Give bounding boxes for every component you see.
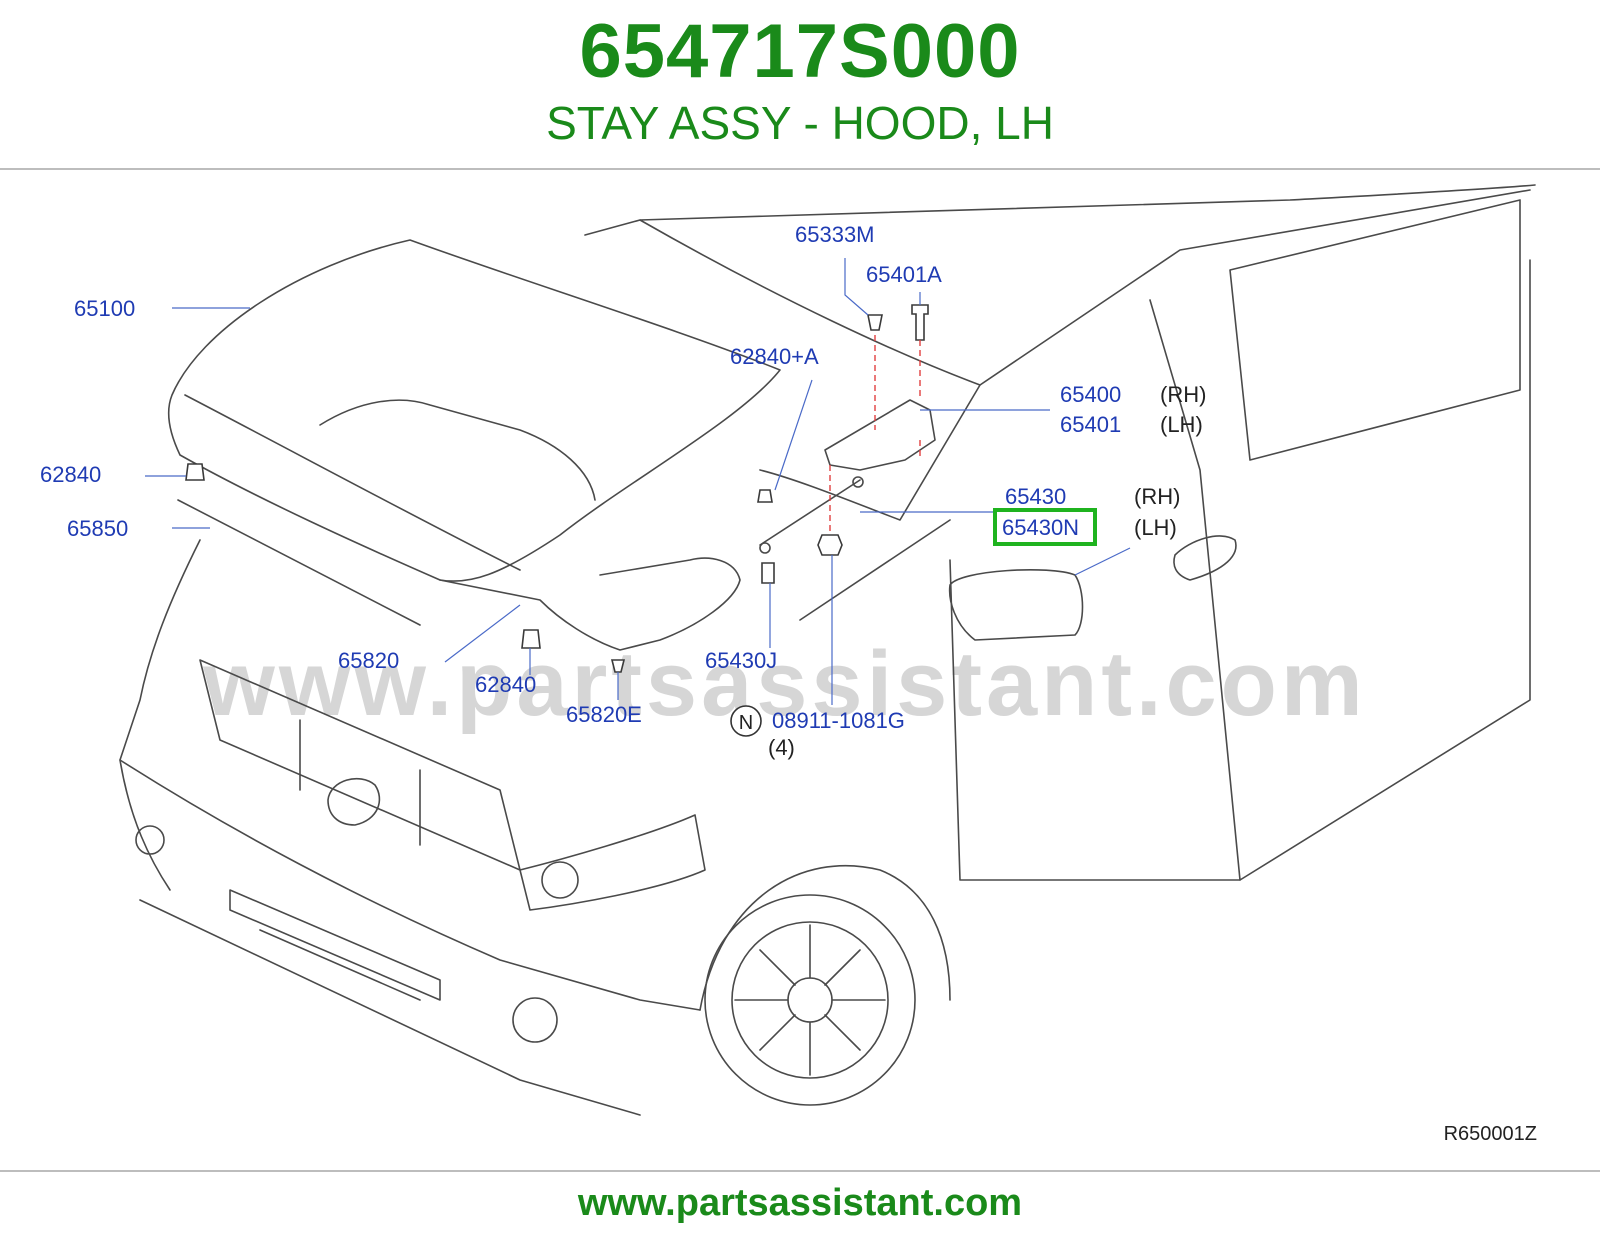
callout-62840-lower[interactable]: 62840	[475, 672, 536, 697]
headlight	[519, 814, 706, 911]
n-symbol-circle	[730, 705, 762, 737]
fog-light	[512, 997, 558, 1043]
fog-light-left	[135, 825, 165, 855]
side-65430: (RH)	[1134, 484, 1180, 509]
strut-end-bottom	[759, 542, 771, 554]
callout-65430N[interactable]: 65430N	[1002, 515, 1079, 540]
callout-labels: 65100 62840 65850 65820 62840 65820E 628…	[40, 222, 1121, 733]
seal-strip	[177, 499, 421, 626]
drawing-code: R650001Z	[1444, 1123, 1537, 1145]
alignment-lines	[829, 335, 921, 535]
highlight-box	[993, 508, 1097, 546]
bolt-65401A	[911, 304, 929, 341]
header: 654717S000 STAY ASSY - HOOD, LH	[0, 0, 1600, 168]
roof-line	[639, 184, 1536, 221]
callout-65430[interactable]: 65430	[1005, 484, 1066, 509]
callout-62840A[interactable]: 62840+A	[730, 344, 819, 369]
emblem	[327, 777, 381, 826]
callout-65850[interactable]: 65850	[67, 516, 128, 541]
hood-outline	[167, 239, 781, 582]
strut	[759, 479, 861, 546]
watermark: www.partsassistant.com	[202, 633, 1366, 735]
window	[1229, 199, 1521, 461]
callout-65820[interactable]: 65820	[338, 648, 399, 673]
leader-65333M	[844, 258, 869, 316]
part-number: 654717S000	[579, 9, 1021, 94]
side-65430N: (LH)	[1134, 515, 1177, 540]
n-symbol: N	[739, 712, 753, 734]
strut-end-top	[852, 476, 864, 488]
a-pillar	[979, 189, 1531, 386]
cowl	[799, 519, 951, 621]
door-handle	[1173, 535, 1237, 581]
stud-65430J	[761, 562, 775, 584]
hood-bulge	[319, 399, 596, 501]
spokes	[734, 924, 886, 1076]
part-description: STAY ASSY - HOOD, LH	[546, 97, 1054, 149]
callout-65430J[interactable]: 65430J	[705, 648, 777, 673]
callout-65100[interactable]: 65100	[74, 296, 135, 321]
bumper-62840-top	[185, 463, 205, 481]
door-outline	[1149, 259, 1531, 881]
grille-bar	[299, 719, 421, 846]
leader-65820	[444, 604, 521, 663]
callout-65401A[interactable]: 65401A	[866, 262, 942, 287]
clip-65820E	[610, 659, 626, 673]
rim	[731, 921, 889, 1079]
mirror	[948, 569, 1084, 641]
footer-url[interactable]: www.partsassistant.com	[577, 1182, 1023, 1224]
side-labels: (RH) (LH) (RH) (LH) (4)	[768, 382, 1206, 760]
leader-mirror	[1074, 547, 1131, 576]
headlight-lamp	[541, 861, 579, 899]
bottom-divider	[0, 1170, 1600, 1172]
bumper-62840A	[757, 489, 773, 503]
callout-65820E[interactable]: 65820E	[566, 702, 642, 727]
parts-diagram: www.partsassistant.com	[0, 170, 1600, 1170]
nut-08911	[817, 534, 843, 556]
leader-lines	[145, 258, 1131, 705]
top-divider	[0, 168, 1600, 170]
hood-panel	[439, 557, 741, 651]
callout-65333M[interactable]: 65333M	[795, 222, 875, 247]
fender	[119, 539, 201, 891]
side-65401: (LH)	[1160, 412, 1203, 437]
front-bumper	[119, 759, 701, 1011]
callout-08911-1081G[interactable]: 08911-1081G	[772, 708, 905, 733]
diagram-svg: www.partsassistant.com	[40, 184, 1537, 1145]
bumper-lower	[139, 899, 641, 1116]
lower-vent	[229, 889, 441, 1001]
leader-62840A	[774, 379, 813, 491]
small-parts	[185, 304, 929, 673]
callout-65400[interactable]: 65400	[1060, 382, 1121, 407]
windshield	[584, 219, 981, 521]
bumper-62840-lower	[521, 629, 541, 649]
qty-08911: (4)	[768, 735, 795, 760]
tire	[704, 894, 916, 1106]
callout-65401[interactable]: 65401	[1060, 412, 1121, 437]
hood-edge	[184, 394, 521, 571]
hinge	[824, 399, 936, 471]
callout-62840-top[interactable]: 62840	[40, 462, 101, 487]
vehicle-outline	[119, 184, 1536, 1116]
wheel-arch	[699, 865, 951, 1011]
side-body	[949, 559, 1241, 881]
clip-65333M	[867, 314, 883, 331]
side-65400: (RH)	[1160, 382, 1206, 407]
